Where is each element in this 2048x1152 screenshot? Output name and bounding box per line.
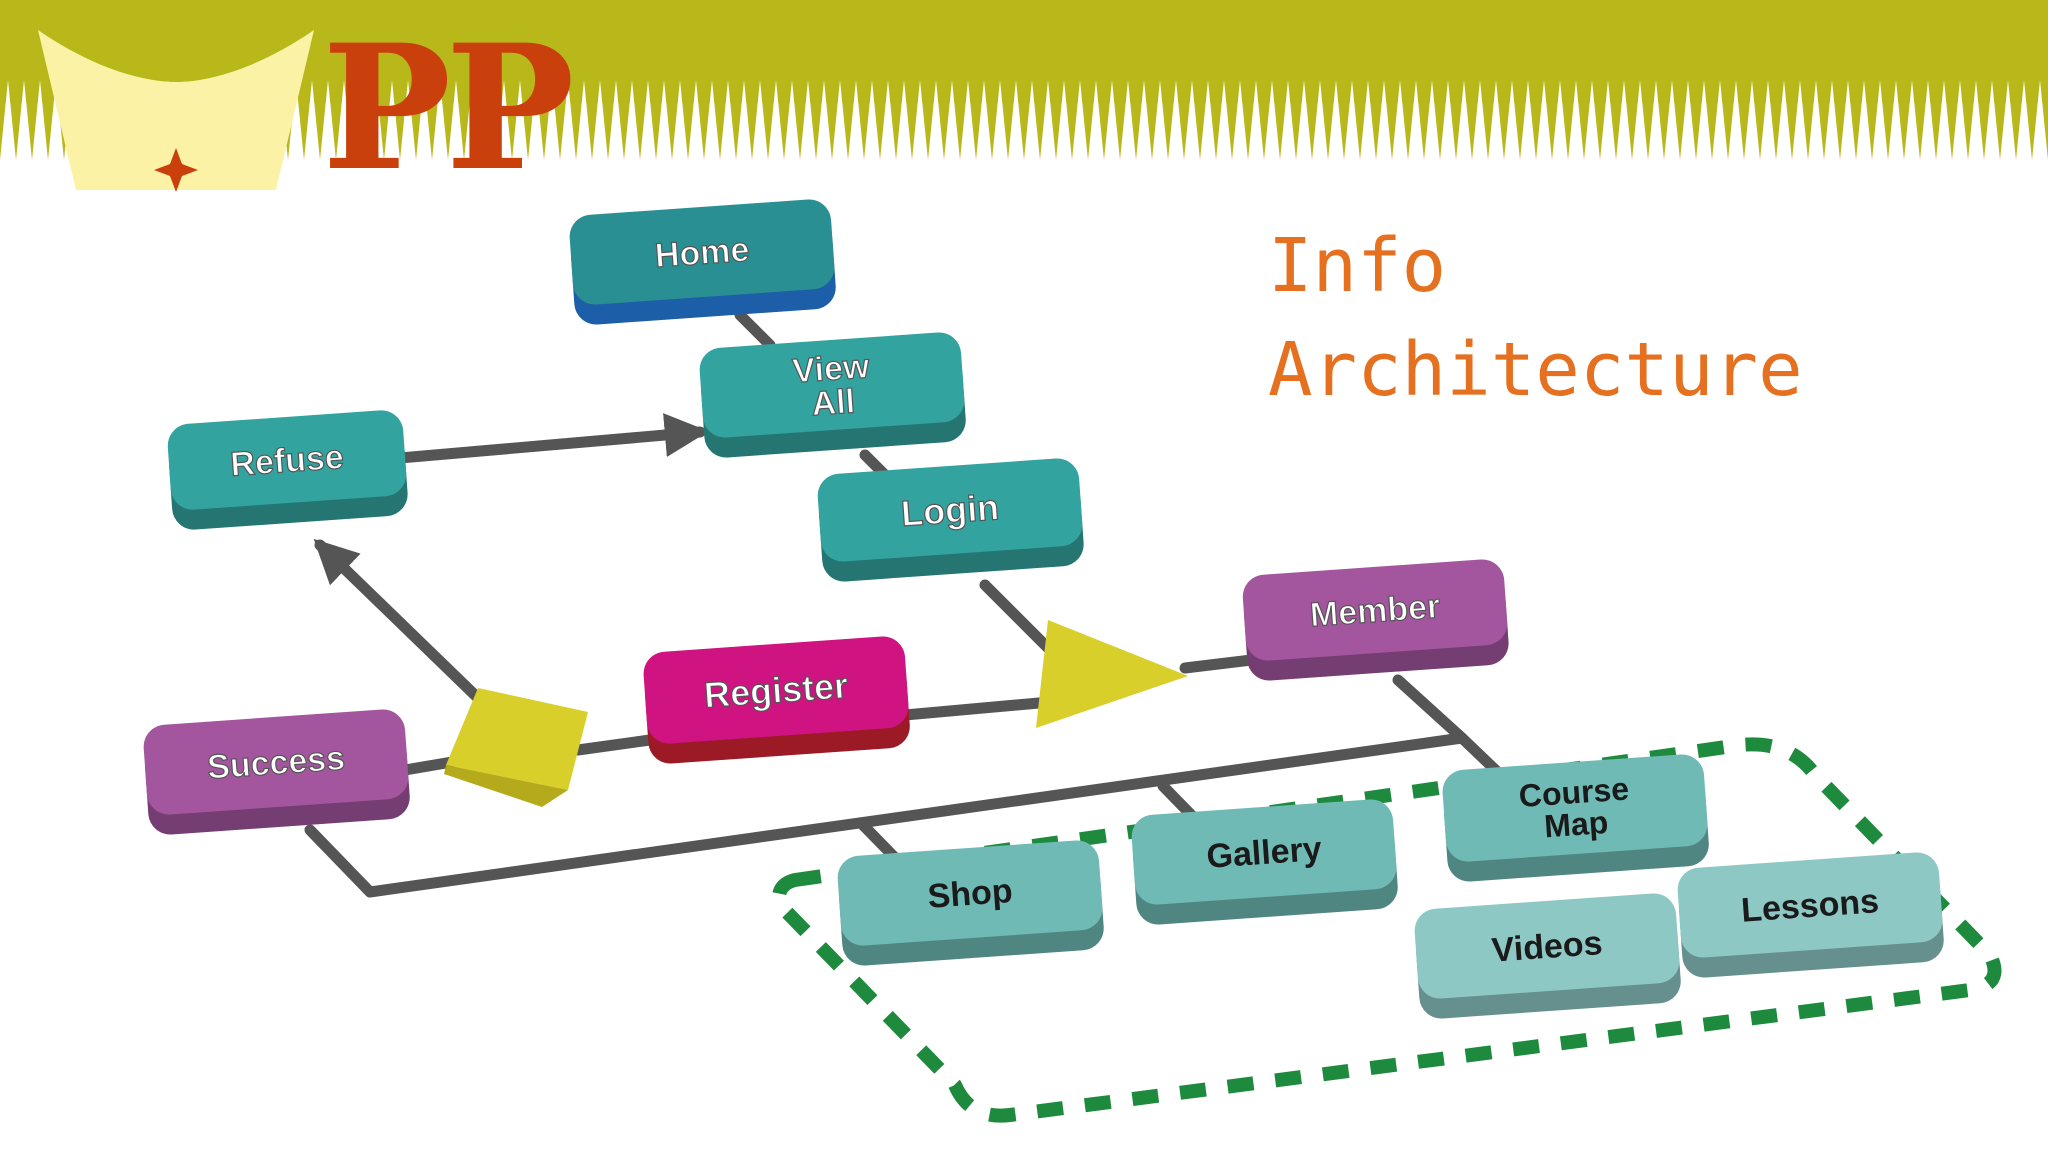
decision-shape-right <box>1036 620 1188 728</box>
node-label: Map <box>1543 804 1609 844</box>
node-login: Login <box>816 457 1085 583</box>
node-label: Videos <box>1490 924 1603 970</box>
node-member: Member <box>1241 558 1510 682</box>
connector-decision-register <box>578 740 650 750</box>
connector-register-decision <box>905 702 1050 715</box>
connector-success-decision <box>405 762 452 770</box>
connector-decision-refuse <box>320 545 480 700</box>
decision-shape-left <box>444 688 588 807</box>
node-label: Gallery <box>1205 830 1323 876</box>
node-label: Home <box>654 231 751 275</box>
node-label: Login <box>900 486 1001 534</box>
connector-member-coursemap <box>1398 680 1508 782</box>
node-home: Home <box>568 198 837 326</box>
node-label: Refuse <box>229 438 345 484</box>
connector-home-viewall <box>740 315 770 345</box>
node-gallery: Gallery <box>1130 798 1399 926</box>
node-lessons: Lessons <box>1676 851 1945 979</box>
node-label: Shop <box>926 872 1013 916</box>
node-shop: Shop <box>836 839 1105 967</box>
node-refuse: Refuse <box>166 409 409 531</box>
node-success: Success <box>142 708 411 836</box>
node-label: All <box>810 382 856 423</box>
node-register: Register <box>642 635 911 765</box>
node-videos: Videos <box>1413 892 1682 1020</box>
connector-refuse-viewall <box>400 432 700 458</box>
